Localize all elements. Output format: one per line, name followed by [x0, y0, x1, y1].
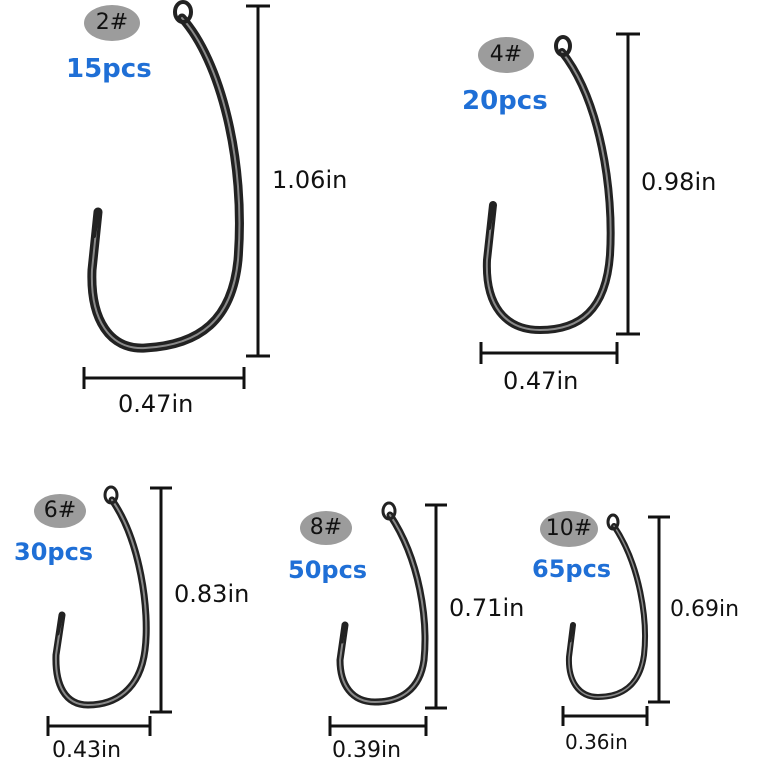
- hook-10-count: 65pcs: [532, 555, 612, 583]
- hook-8-image: [336, 501, 429, 706]
- hook-8-count: 50pcs: [288, 556, 368, 584]
- hook-2-width-label: 0.47in: [118, 390, 194, 418]
- hook-2-image: [87, 0, 244, 353]
- hook-6-count: 30pcs: [14, 538, 94, 566]
- hook-4-width-line: [479, 342, 619, 364]
- hook-10-width-line: [561, 706, 649, 726]
- hook-4-height-label: 0.98in: [641, 168, 717, 196]
- hook-10-width-label: 0.36in: [565, 730, 628, 754]
- hook-4-width-label: 0.47in: [503, 367, 579, 395]
- hook-6-image: [52, 485, 150, 709]
- hook-6-width-line: [46, 716, 152, 736]
- hook-2-width-line: [82, 367, 246, 389]
- hook-10-height-label: 0.69in: [670, 597, 740, 622]
- hook-4-count: 20pcs: [462, 86, 548, 116]
- hook-4-size-badge: 4#: [478, 37, 534, 73]
- hook-8-width-line: [328, 716, 428, 736]
- hook-6-height-line: [150, 486, 172, 714]
- hook-4-height-line: [616, 32, 640, 336]
- hook-10-size-badge: 10#: [540, 511, 598, 547]
- hook-2-height-line: [246, 4, 270, 358]
- hook-8-height-line: [425, 503, 447, 710]
- hook-10-image: [565, 513, 648, 700]
- hook-8-width-label: 0.39in: [332, 738, 402, 763]
- hook-2-height-label: 1.06in: [272, 166, 348, 194]
- hook-6-height-label: 0.83in: [174, 580, 250, 608]
- hook-2-size-badge: 2#: [84, 5, 140, 41]
- hook-6-size-badge: 6#: [34, 494, 86, 528]
- hook-8-height-label: 0.71in: [449, 594, 525, 622]
- hook-6-width-label: 0.43in: [52, 738, 122, 763]
- hook-2-count: 15pcs: [66, 54, 152, 84]
- hook-4-image: [482, 35, 615, 334]
- hook-10-height-line: [648, 515, 670, 704]
- hook-8-size-badge: 8#: [300, 511, 352, 545]
